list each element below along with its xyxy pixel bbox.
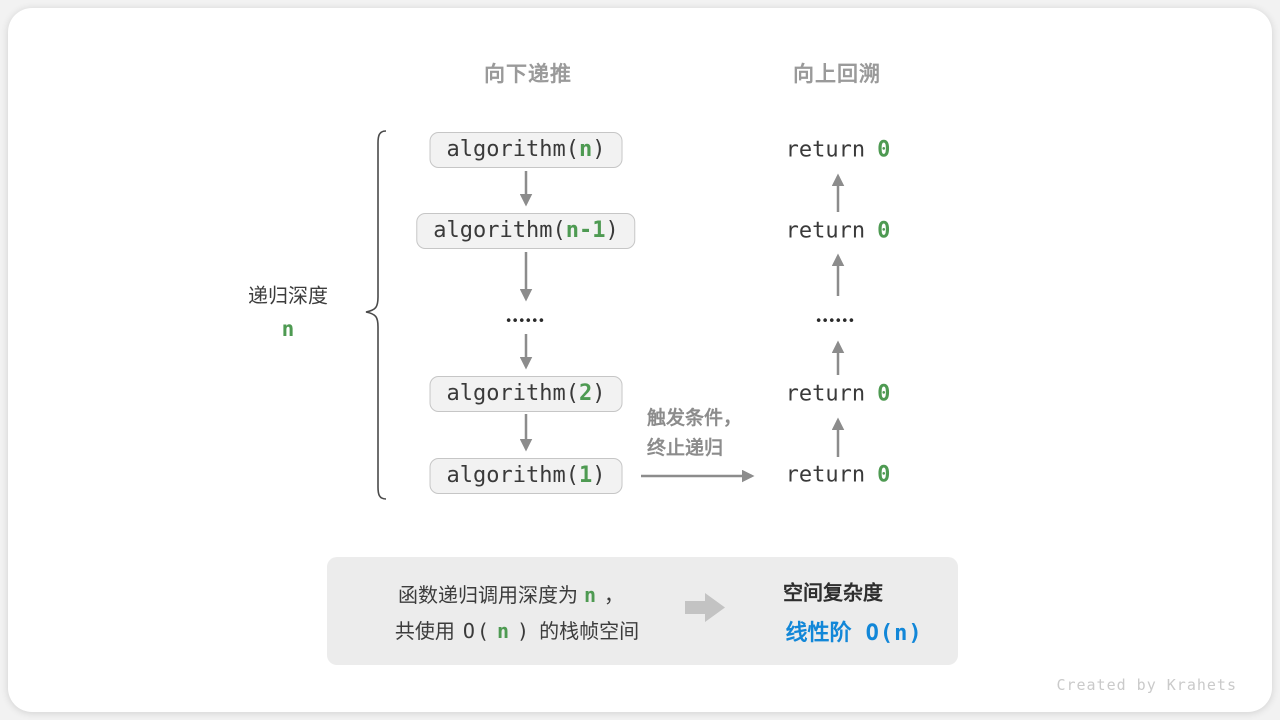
- code-arg: n-1: [565, 218, 606, 243]
- implies-arrow-icon: [685, 593, 725, 622]
- result-big-o: O(n): [865, 621, 923, 646]
- call-box-2: algorithm(2): [429, 376, 623, 412]
- base-case-label: 触发条件， 终止递归: [647, 404, 742, 464]
- return-row-2: return 0: [786, 219, 891, 244]
- return-ellipsis: ••••••: [816, 312, 856, 328]
- summary-on-highlight: n: [497, 619, 512, 643]
- call-box-n: algorithm(n): [429, 132, 623, 168]
- return-keyword: return: [785, 462, 866, 488]
- code-arg: 1: [578, 463, 593, 488]
- header-downward-recursion: 向下递推: [484, 63, 572, 86]
- summary-n-highlight: n: [583, 583, 599, 607]
- stack-ellipsis: ••••••: [506, 312, 546, 328]
- return-row-1: return 0: [786, 138, 891, 163]
- code-text: algorithm(: [446, 463, 579, 488]
- depth-value: n: [281, 317, 295, 341]
- return-value: 0: [877, 381, 891, 407]
- return-keyword: return: [785, 381, 866, 407]
- call-box-1: algorithm(1): [429, 458, 623, 494]
- return-value: 0: [877, 137, 891, 163]
- base-case-line2: 终止递归: [647, 438, 724, 459]
- code-text: algorithm(: [433, 218, 566, 243]
- result-label: 线性阶: [785, 620, 852, 645]
- call-box-n-1: algorithm(n-1): [416, 213, 636, 249]
- return-keyword: return: [785, 137, 866, 163]
- return-row-4: return 0: [786, 463, 891, 488]
- space-complexity-result: 线性阶 O(n): [785, 615, 922, 647]
- code-text: algorithm(: [446, 137, 579, 162]
- space-complexity-title: 空间复杂度: [783, 582, 883, 605]
- code-arg: n: [578, 137, 593, 162]
- code-text: algorithm(: [446, 381, 579, 406]
- return-keyword: return: [785, 218, 866, 244]
- header-upward-backtracking: 向上回溯: [793, 63, 881, 86]
- code-arg: 2: [578, 381, 593, 406]
- return-value: 0: [877, 218, 891, 244]
- return-value: 0: [877, 462, 891, 488]
- base-case-line1: 触发条件，: [647, 408, 743, 429]
- return-row-3: return 0: [786, 382, 891, 407]
- watermark: Created by Krahets: [1056, 676, 1237, 694]
- depth-label: 递归深度: [248, 285, 328, 308]
